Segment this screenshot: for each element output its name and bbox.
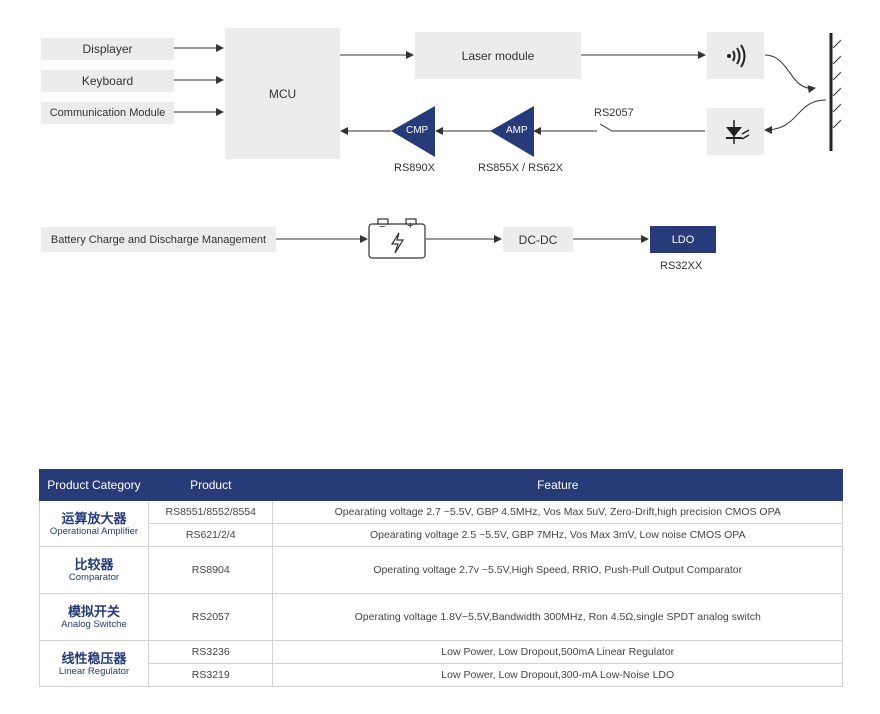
communication-module-box: Communication Module: [41, 102, 174, 124]
feature-cell: Operating voltage 2.7v ~5.5V,High Speed,…: [272, 546, 843, 594]
category-cell: 模拟开关 Analog Switche: [39, 593, 149, 641]
category-cell: 运算放大器 Operational Amplifier: [39, 500, 149, 547]
category-en: Comparator: [68, 572, 120, 583]
battery-management-box: Battery Charge and Discharge Management: [41, 227, 276, 252]
table-row: 运算放大器 Operational Amplifier RS8551/8552/…: [39, 500, 843, 547]
product-table: Product Category Product Feature 运算放大器 O…: [39, 469, 843, 687]
cmp-triangle: [391, 106, 435, 157]
photodiode-box: [707, 108, 764, 155]
category-en: Operational Amplifier: [49, 525, 139, 537]
laser-emitter-box: [707, 32, 764, 79]
target-surface-icon: [829, 33, 842, 151]
category-cell: 比较器 Comparator: [39, 546, 149, 594]
battery-plus-sign: +: [407, 220, 414, 232]
product-cell: RS3236: [147, 640, 274, 664]
photodiode-icon: [725, 119, 749, 144]
category-zh: 比较器: [74, 557, 114, 572]
table-row: RS621/2/4 Opearating voltage 2.5 ~5.5V, …: [40, 523, 843, 547]
keyboard-box: Keyboard: [41, 70, 174, 92]
ldo-part-number: RS32XX: [660, 260, 703, 272]
header-product: Product: [147, 469, 274, 501]
feature-cell: Opearating voltage 2.5 ~5.5V, GBP 7MHz, …: [272, 523, 843, 547]
feature-cell: Low Power, Low Dropout,300-mA Low-Noise …: [272, 663, 843, 687]
laser-module-box: Laser module: [415, 32, 581, 79]
header-feature: Feature: [272, 469, 843, 501]
category-zh: 模拟开关: [67, 604, 120, 619]
table-row: 线性稳压器 Linear Regulator RS3236 Low Power,…: [39, 640, 843, 687]
table-row: 比较器 Comparator RS8904 Operating voltage …: [39, 546, 843, 594]
category-en: Linear Regulator: [58, 665, 130, 677]
product-cell: RS3219: [147, 663, 274, 687]
amp-part-number: RS855X / RS62X: [478, 162, 563, 174]
product-cell: RS8551/8552/8554: [147, 500, 274, 524]
category-zh: 线性稳压器: [61, 650, 127, 666]
category-cell: 线性稳压器 Linear Regulator: [39, 640, 149, 687]
displayer-box: Displayer: [41, 38, 174, 60]
product-cell: RS621/2/4: [147, 523, 274, 547]
feature-cell: Opearating voltage 2.7 ~5.5V, GBP 4.5MHz…: [272, 500, 843, 524]
amp-label: AMP: [506, 125, 528, 136]
header-category: Product Category: [39, 469, 149, 501]
mcu-box: MCU: [225, 28, 340, 159]
product-cell: RS2057: [147, 593, 274, 641]
category-zh: 运算放大器: [61, 510, 127, 526]
table-header-row: Product Category Product Feature: [39, 469, 843, 501]
battery-icon: − +: [368, 218, 426, 260]
feature-cell: Operating voltage 1.8V~5.5V,Bandwidth 30…: [272, 593, 843, 641]
laser-emitter-icon: [726, 43, 745, 68]
ldo-box: LDO: [650, 226, 716, 253]
category-en: Analog Switche: [61, 619, 127, 630]
feature-cell: Low Power, Low Dropout,500mA Linear Regu…: [272, 640, 843, 664]
table-row: 模拟开关 Analog Switche RS2057 Operating vol…: [39, 593, 843, 641]
battery-minus-sign: −: [379, 221, 386, 233]
product-cell: RS8904: [147, 546, 274, 594]
amp-triangle: [490, 106, 534, 157]
dcdc-box: DC-DC: [503, 227, 573, 252]
cmp-part-number: RS890X: [394, 162, 435, 174]
switch-part-number: RS2057: [594, 107, 634, 119]
table-row: RS3219 Low Power, Low Dropout,300-mA Low…: [40, 663, 843, 687]
cmp-label: CMP: [406, 125, 429, 136]
